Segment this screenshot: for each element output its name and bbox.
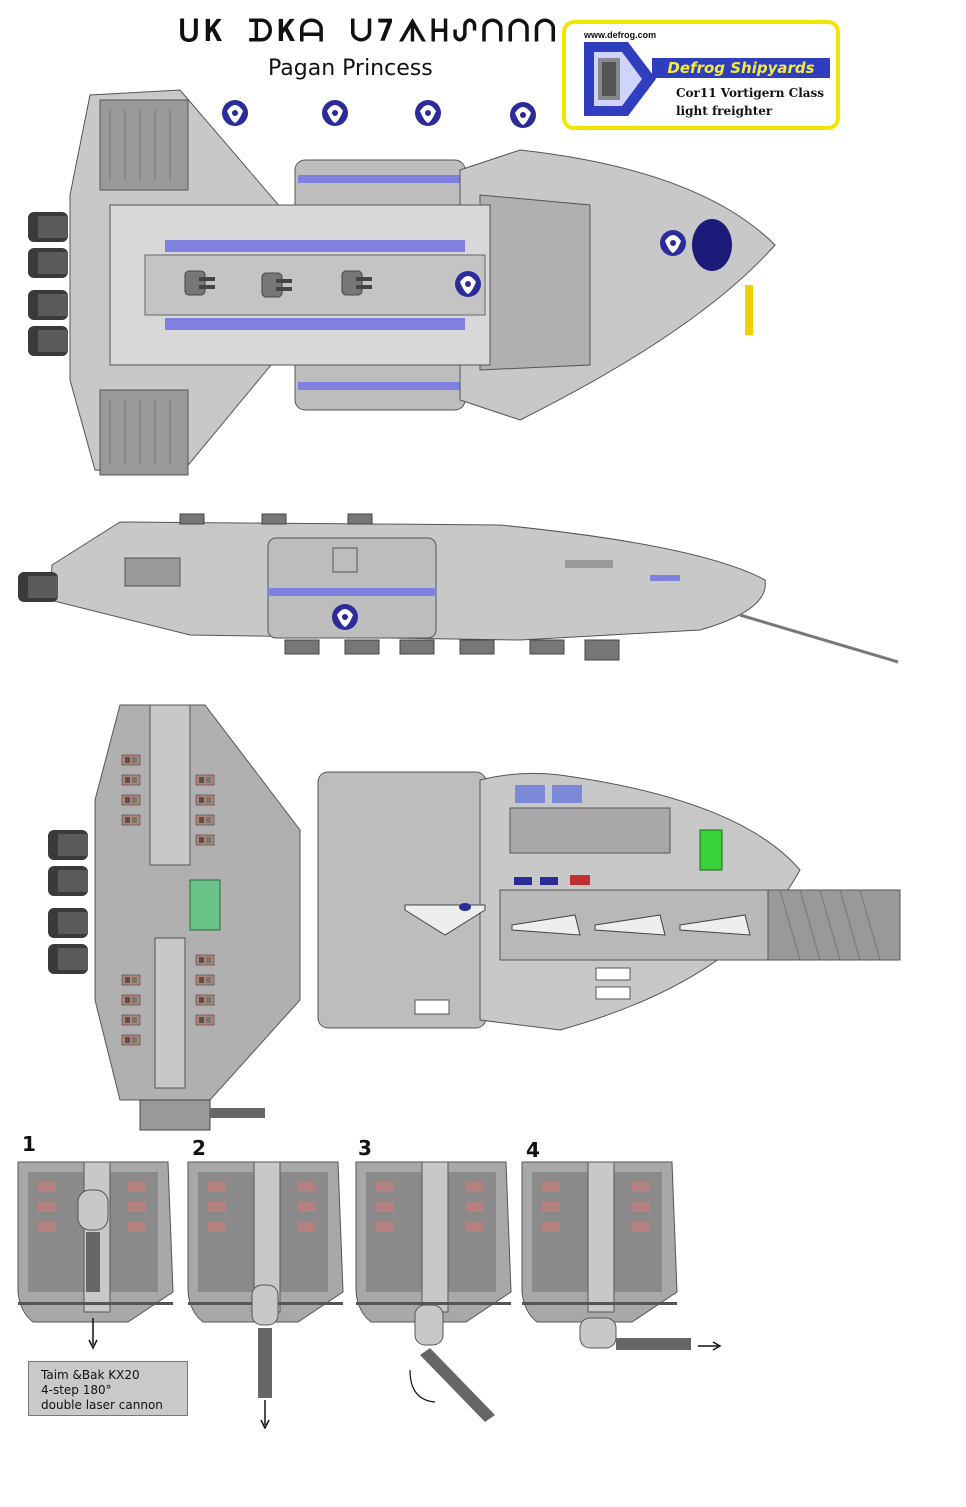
side-view [18, 513, 899, 664]
shipyard-logo: www.defrog.com Defrog Shipyards Cor11 Vo… [562, 20, 840, 130]
caption-line-1: Taim &Bak KX20 [41, 1368, 140, 1382]
cutaway-plan-view [48, 704, 901, 1131]
cannon-caption: Taim &Bak KX20 4-step 180° double laser … [28, 1361, 188, 1416]
logo-type-line: light freighter [676, 104, 773, 118]
top-view [28, 89, 776, 476]
step-label-2: 2 [192, 1136, 206, 1160]
arrow-icon [409, 1369, 436, 1403]
cannon-step-4 [521, 1161, 722, 1351]
step-label-3: 3 [358, 1136, 372, 1160]
logo-class-line: Cor11 Vortigern Class [676, 86, 825, 100]
logo-url: www.defrog.com [584, 30, 657, 40]
caption-line-2: 4-step 180° [41, 1383, 112, 1397]
cannon-step-3 [355, 1161, 512, 1422]
caption-line-3: double laser cannon [41, 1398, 163, 1412]
logo-d-mark-icon [584, 42, 656, 116]
logo-brand: Defrog Shipyards [652, 58, 830, 78]
ship-name: Pagan Princess [268, 56, 433, 81]
step-label-4: 4 [526, 1138, 540, 1162]
cannon-step-1 [17, 1161, 174, 1350]
step-label-1: 1 [22, 1132, 36, 1156]
cannon-step-2 [187, 1161, 344, 1430]
aurebesh-title: ᑌK ᗪKᗩ ᑌ7ᗑᕼᔑᑎᑎᑎ [178, 14, 560, 49]
